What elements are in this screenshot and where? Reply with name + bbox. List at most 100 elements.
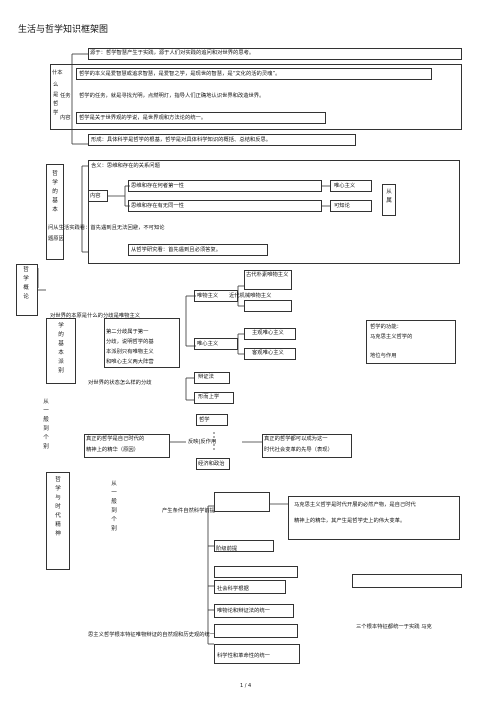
philosophy-label: 哲学 [199,417,210,423]
basis-1: 第二分歧属于第一 [106,329,149,335]
reason-box [128,244,268,256]
marxism-box [288,496,460,540]
metaphysics-label: 形而上学 [198,394,220,400]
feature-label: 思主义哲学根本特征唯物辩证的自然观和历史观的统一 [88,632,216,638]
basis-2: 分歧，说明哲学的基 [106,339,154,345]
content-label: 内容 [60,115,71,121]
meaning-text: 含义：思维和存在的关系问题 [91,163,160,169]
basic-question-node [46,164,64,260]
idealism-box [194,338,238,350]
form-box [88,134,356,146]
neirong-label: 内容 [90,193,101,199]
unity2-box [214,644,300,664]
era-spirit-node [46,472,70,570]
first-box [128,180,322,192]
root-node [16,264,38,316]
q1-text: 对世界的本原是什么的分歧是唯物主义 [50,313,141,319]
dialectics-label: 辩证法 [198,374,214,380]
task-label: 任务 [60,93,71,99]
metaphysics-box [194,392,234,404]
i1-box [244,328,296,340]
marx-function-box [366,320,456,364]
what-label-3: 是 [53,92,59,98]
materialism-box [194,290,238,302]
first-result-box [330,180,372,192]
essence-text: 哲学的本义是爱智慧或追求智慧，是爱智之学，是现世的智慧，是“文化的活的灵魂”。 [79,71,281,77]
reaction-label: 反映|反作用 [188,439,217,445]
materialism-label: 唯物主义 [197,293,219,299]
first-text: 思维和存在何者第一性 [131,183,184,189]
econ-pol-box [196,458,230,470]
schools-label: 学的基本派别 [58,323,64,374]
schools-node [46,318,76,384]
econ-pol-label: 经济和政治 [198,461,225,467]
unity2-text: 科学性和革命性的统一 [217,653,270,659]
marx-function-1: 哲学的功能： [370,324,402,330]
basic-question-label: 哲学的基本 [52,171,58,213]
social-text: 社会科学根据 [217,586,249,592]
task-text: 哲学的任务，就是寻找光明，点燃明灯，指导人们正确地认识世界和改造世界。 [79,93,265,99]
content-box [76,112,326,124]
true-phil-3: 真正的哲学都可以成为这一 [264,436,328,442]
true-phil-cause-box [84,434,170,458]
second-result: 可知论 [334,203,350,209]
second-result-box [330,200,372,212]
basis-3: 本派别只有唯物主义 [106,349,154,355]
general-to-specific-2: 从一般到个别 [111,481,117,532]
true-phil-2: 精神上的精华（原因） [86,447,139,453]
cond-text: 产生条件自然科学前提 [162,508,215,514]
idealism-label: 唯心主义 [197,341,219,347]
marx-function-2: 马克思主义哲学的 [370,334,413,340]
what-label-2: 么 [53,82,59,88]
feature-box [214,624,298,638]
marx-function-3: 地位与作用 [370,353,397,359]
page-number: 1 / 4 [240,683,252,689]
belong-box [382,184,396,216]
feature-1: 三个根本特征都统一于实践 马克 [356,624,432,630]
second-box [128,200,322,212]
unity1-box [214,604,294,618]
class-text: 阶级前提 [216,546,238,552]
i1-text: 主观唯心主义 [252,330,284,336]
essence-box [76,68,432,80]
social-box [214,580,286,594]
true-phil-effect-box [262,434,352,458]
i2-box [244,348,296,360]
page-title: 生活与哲学知识框架图 [18,25,109,35]
cond-box [214,492,270,512]
era-spirit-label: 哲学与时代精神 [55,477,61,537]
what-label-1: 什本 [52,70,63,76]
true-phil-1: 真正的哲学是自己时代的 [86,436,145,442]
dialectics-box [194,372,230,384]
reason-text-3: 从哲学研究看：首先遇到且必须答复。 [131,247,222,253]
m1-text: 古代朴素唯物主义 [246,272,289,278]
q2-text: 对世界的状态怎么样的分歧 [88,380,152,386]
social-box-1 [214,566,298,578]
true-phil-4: 时代社会变革的先导（表现） [264,447,333,453]
i2-text: 客观唯心主义 [252,350,284,356]
neirong-box [88,190,108,202]
belong-label: 从属 [386,189,392,204]
basic-question-area [88,160,460,264]
what-label-5: 学 [53,110,59,116]
first-result: 唯心主义 [334,183,356,189]
unity1-text: 唯物论和辩证法的统一 [217,608,270,614]
class-box [214,540,274,552]
basis-box [104,318,180,368]
m2-box [244,300,292,312]
m2-text: 近代机械唯物主义 [229,293,272,299]
source-text: 源于：哲学智慧产生于实践，源于人们对实践的追问和对世界的思考。 [90,50,255,56]
philosophy-box [196,414,228,426]
marxism-2: 精神上的精华，其产生是哲学史上的伟大变革。 [294,518,406,524]
basis-4: 和唯心主义两大阵营 [106,359,154,365]
content-text: 哲学是关于世界观的学说，是世界观和方法论的统一。 [79,115,207,121]
what-label-4: 哲 [53,101,59,107]
what-is-philosophy-box [50,64,462,130]
source-box [88,48,462,60]
reason-text-1: 问从生活实践看：首先遇到且无法回避，不可知论 [48,225,165,231]
form-text: 形成：具体科学是哲学的根基，哲学是对具体科学知识的概括、总结和反思。 [91,137,272,143]
marxism-1: 马克思主义哲学是时代开展的必然产物，是自己时代 [294,502,416,508]
reason-text-2: 题原因 [48,236,64,242]
m1-box [244,270,292,290]
